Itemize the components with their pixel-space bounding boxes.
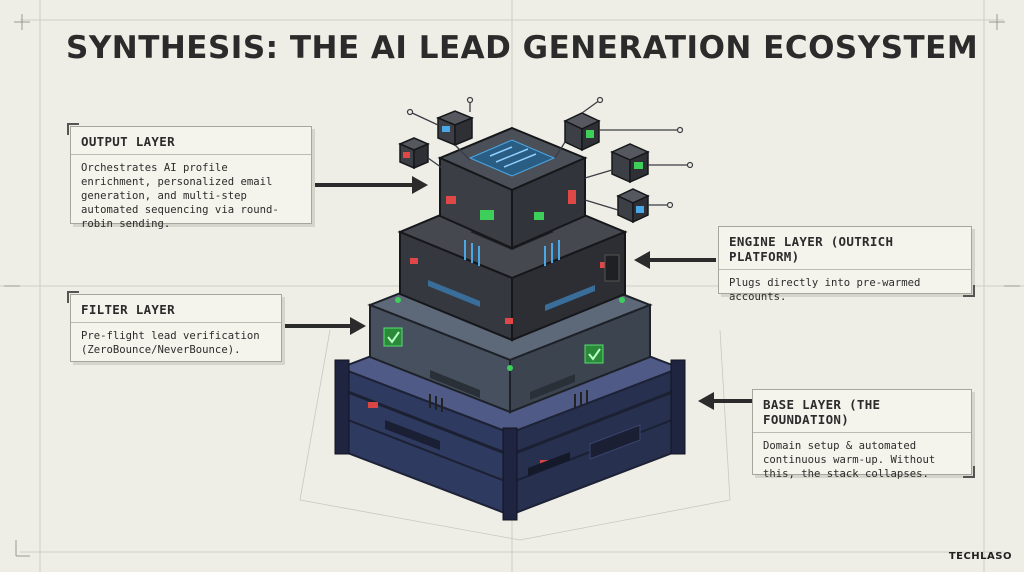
callout-corner-mark [67,291,79,303]
brand-logo: TECHLASO [948,551,1012,562]
callout-corner-mark [67,123,79,135]
filter-layer-callout: FILTER LAYER Pre-flight lead verificatio… [67,291,282,362]
arrow-base [698,392,752,410]
satellite-modules [398,110,650,224]
callout-corner-mark [963,466,975,478]
base-layer-heading: BASE LAYER (THE FOUNDATION) [753,390,971,433]
engine-layer-heading: ENGINE LAYER (OUTRICH PLATFORM) [719,227,971,270]
arrow-output [312,176,428,194]
base-layer-description: Domain setup & automated continuous warm… [763,440,936,480]
page-title: SYNTHESIS: THE AI LEAD GENERATION ECOSYS… [66,30,979,66]
connector-wires [409,99,690,211]
engine-layer-callout: ENGINE LAYER (OUTRICH PLATFORM) Plugs di… [718,226,975,303]
base-layer-callout: BASE LAYER (THE FOUNDATION) Domain setup… [752,389,975,480]
arrow-engine [634,251,716,269]
output-layer-description: Orchestrates AI profile enrichment, pers… [81,162,279,230]
filter-layer-description: Pre-flight lead verification (ZeroBounce… [81,330,260,356]
engine-layer-description: Plugs directly into pre-warmed accounts. [729,277,921,303]
output-layer-callout: OUTPUT LAYER Orchestrates AI profile enr… [67,123,312,230]
callout-corner-mark [963,285,975,297]
output-layer-heading: OUTPUT LAYER [71,127,311,155]
output-layer-block [437,126,588,250]
arrow-filter [282,317,366,335]
filter-layer-heading: FILTER LAYER [71,295,281,323]
